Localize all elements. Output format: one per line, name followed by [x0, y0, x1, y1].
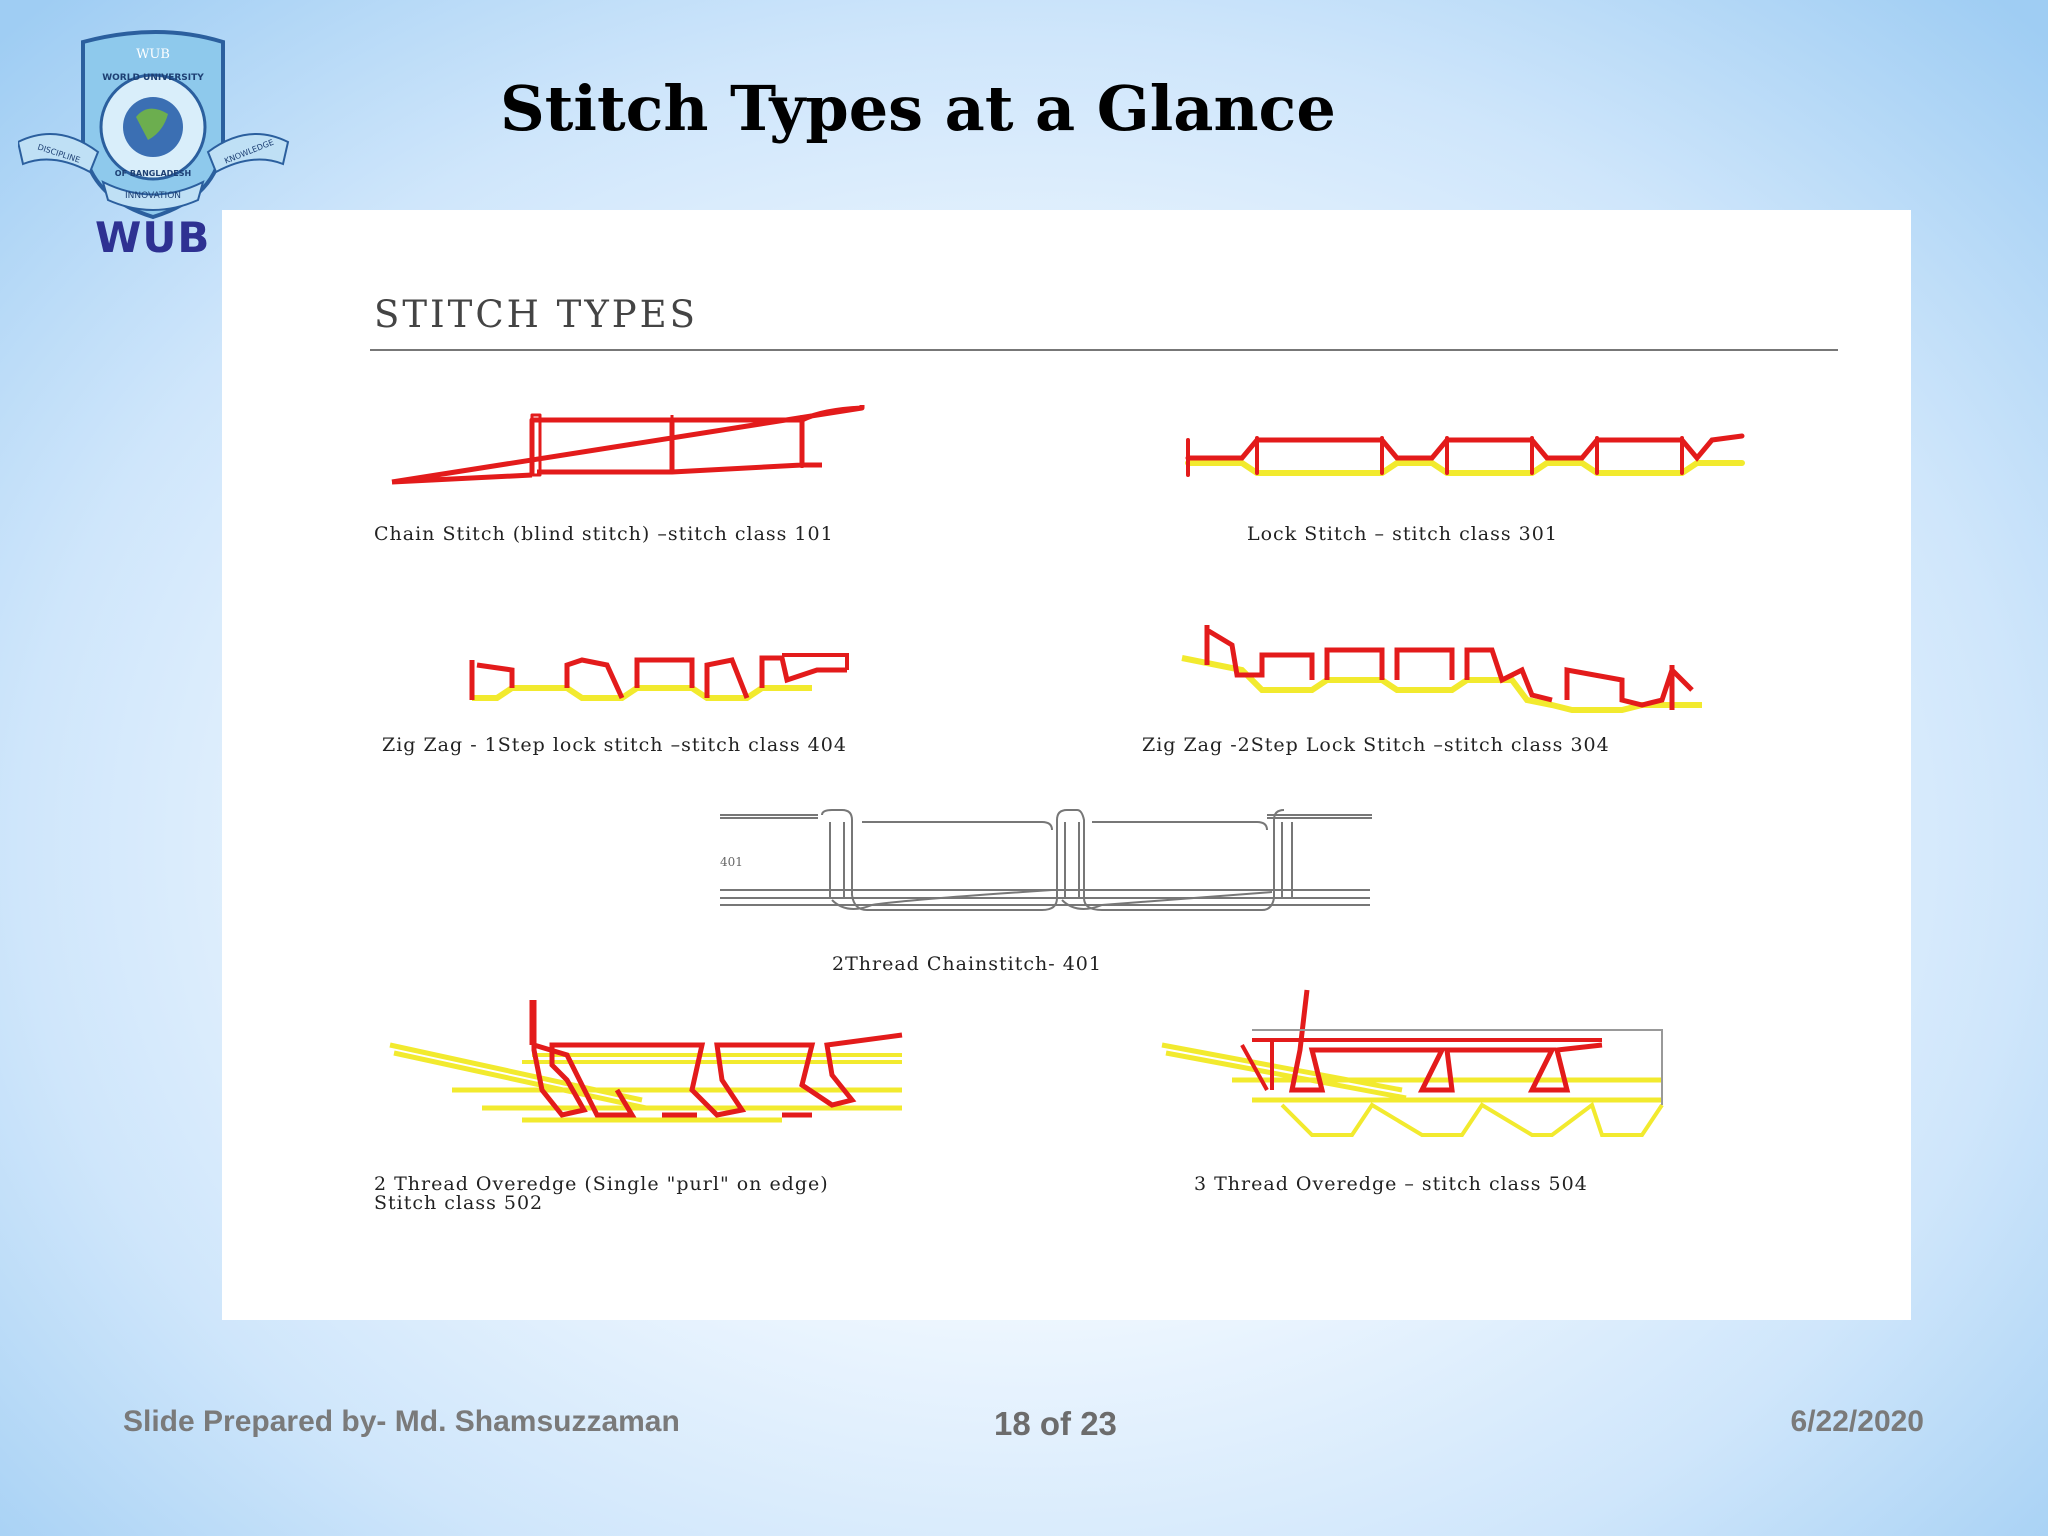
stitch-types-figure: STITCH TYPES Chain Stitch (blind stitch)…	[222, 210, 1911, 1320]
logo-ring-text: WORLD UNIVERSITY	[102, 73, 204, 83]
footer-page-number: 18 of 23	[994, 1405, 1117, 1442]
caption-zigzag-1step: Zig Zag - 1Step lock stitch –stitch clas…	[382, 734, 847, 756]
figure-heading: STITCH TYPES	[374, 293, 698, 336]
caption-two-thread-overedge-line2: Stitch class 502	[374, 1192, 543, 1214]
caption-three-thread-overedge: 3 Thread Overedge – stitch class 504	[1194, 1173, 1588, 1195]
label-401: 401	[720, 855, 743, 869]
logo-wordmark: WUB	[95, 213, 211, 262]
caption-two-thread-overedge-line1: 2 Thread Overedge (Single "purl" on edge…	[374, 1173, 829, 1195]
two-thread-overedge-diagram	[389, 1000, 903, 1123]
caption-lock-stitch: Lock Stitch – stitch class 301	[1247, 523, 1558, 545]
caption-chain-stitch: Chain Stitch (blind stitch) –stitch clas…	[374, 523, 834, 545]
logo-arc-text: WUB	[136, 47, 170, 62]
chain-stitch-diagram	[391, 405, 865, 485]
lock-stitch-diagram	[1185, 433, 1745, 477]
university-logo: WUB WORLD UNIVERSITY OF BANGLADESH DISCI…	[16, 22, 293, 262]
logo-ribbon-bottom: INNOVATION	[125, 191, 181, 201]
three-thread-overedge-diagram	[1161, 989, 1664, 1137]
footer-date: 6/22/2020	[1790, 1405, 1924, 1438]
logo-ring-text-bottom: OF BANGLADESH	[115, 169, 191, 178]
footer-author: Slide Prepared by- Md. Shamsuzzaman	[123, 1405, 680, 1438]
zigzag-2step-diagram	[1181, 625, 1702, 713]
caption-zigzag-2step: Zig Zag -2Step Lock Stitch –stitch class…	[1142, 734, 1610, 756]
slide-title: Stitch Types at a Glance	[500, 72, 1336, 145]
caption-two-thread-chainstitch: 2Thread Chainstitch- 401	[832, 953, 1102, 975]
zigzag-1step-diagram	[469, 653, 849, 701]
two-thread-chainstitch-diagram	[720, 809, 1372, 911]
